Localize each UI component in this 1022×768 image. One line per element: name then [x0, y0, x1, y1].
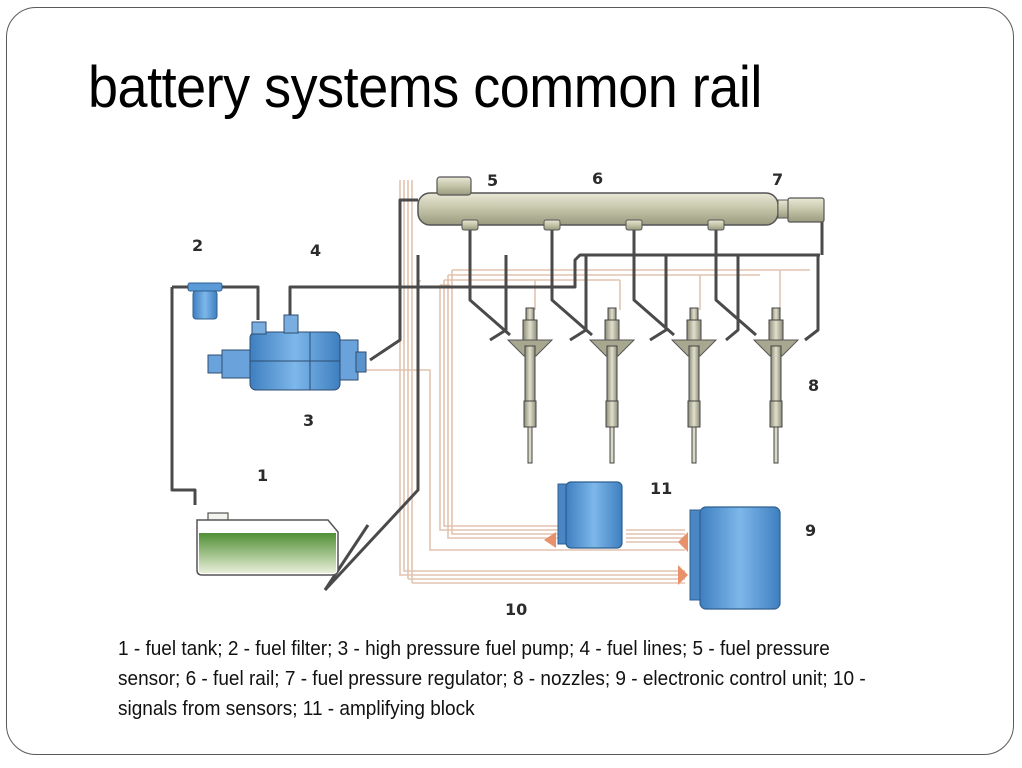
label-fuel-lines: 4	[310, 241, 321, 260]
nozzle-part	[688, 345, 700, 402]
diagram-svg: 1 2 3 4 5 6 7 8 9 10 11 1	[170, 169, 825, 619]
nozzle-part	[771, 307, 781, 321]
rail-outlets	[461, 219, 725, 231]
nozzle	[670, 307, 718, 464]
nozzle-part	[770, 345, 782, 402]
ecu-arrow-upper	[678, 532, 688, 552]
label-nozzles: 8	[808, 376, 819, 395]
nozzles	[506, 307, 800, 464]
nozzle	[506, 307, 554, 464]
slide-title: battery systems common rail	[88, 55, 762, 120]
nozzle-part	[606, 345, 618, 402]
nozzle-part	[687, 400, 701, 428]
nozzle-part	[689, 307, 699, 321]
fuel-pressure-sensor	[436, 176, 472, 196]
label-pressure-regulator: 7	[772, 170, 783, 189]
nozzle-part	[605, 400, 619, 428]
fuel-tank	[196, 512, 339, 576]
high-pressure-fuel-pump	[207, 314, 367, 391]
fuel-rail	[417, 192, 789, 226]
slide-frame	[6, 7, 1014, 755]
nozzle-part	[527, 426, 533, 464]
nozzle-part	[524, 345, 536, 402]
fuel-pressure-regulator	[787, 197, 825, 223]
label-ecu: 9	[805, 521, 816, 540]
ecu-arrow-lower	[678, 565, 688, 585]
label-high-pressure-pump: 3	[303, 411, 314, 430]
fuel-lines	[170, 198, 824, 592]
nozzle-part	[607, 307, 617, 321]
nozzle	[752, 307, 800, 464]
fuel-filter	[187, 282, 223, 320]
amplifier-arrow	[544, 532, 556, 548]
nozzle-part	[773, 426, 779, 464]
sensor-signal-wires	[355, 180, 810, 584]
label-pressure-sensor: 5	[487, 171, 498, 190]
tank-return-line	[323, 524, 370, 591]
nozzle-part	[691, 426, 697, 464]
label-fuel-rail: 6	[592, 169, 603, 188]
label-fuel-tank-pos: 1	[257, 466, 268, 485]
label-amplifying-block: 11	[650, 479, 672, 498]
label-sensor-signals: 10	[505, 600, 527, 619]
legend-caption: 1 - fuel tank; 2 - fuel filter; 3 - high…	[118, 638, 866, 720]
nozzle-part	[609, 426, 615, 464]
electronic-control-unit	[678, 506, 781, 610]
nozzle	[588, 307, 636, 464]
amplifying-block	[544, 481, 623, 549]
common-rail-diagram: 1 2 3 4 5 6 7 8 9 10 11 1	[160, 160, 860, 630]
nozzle-part	[769, 400, 783, 428]
nozzle-part	[523, 400, 537, 428]
label-fuel-filter: 2	[192, 236, 203, 255]
nozzle-part	[525, 307, 535, 321]
